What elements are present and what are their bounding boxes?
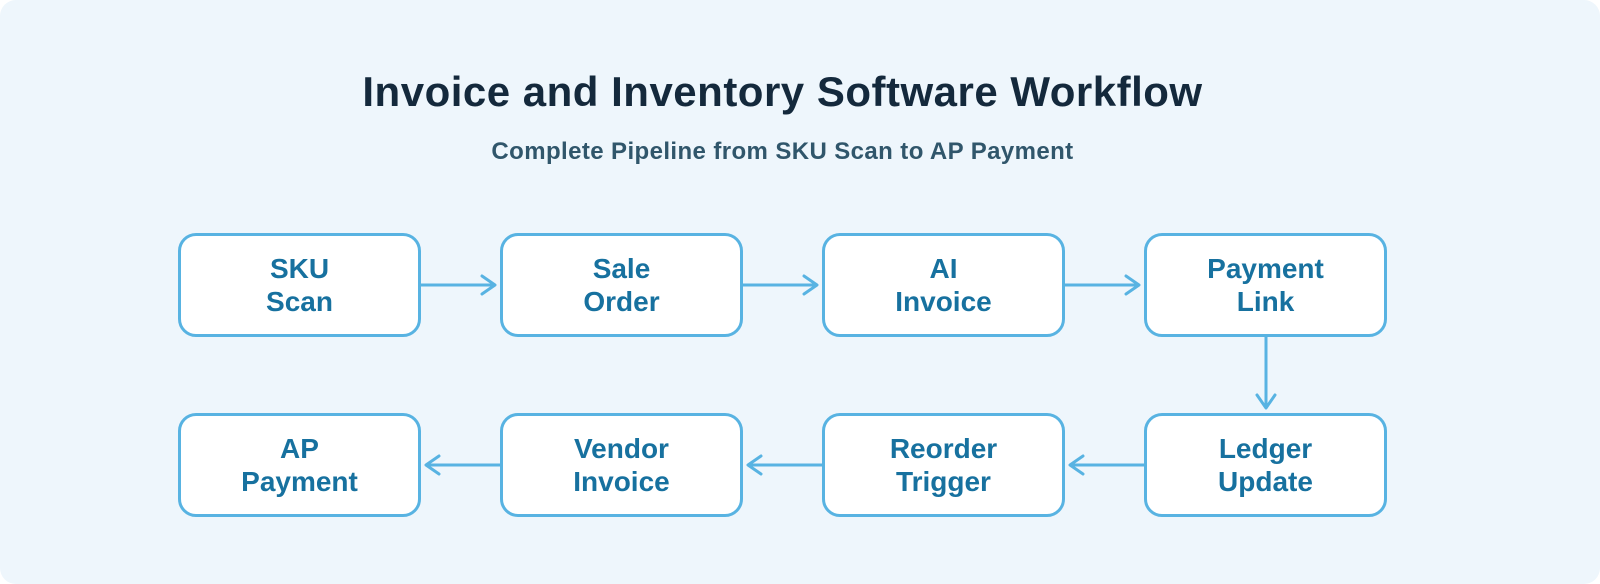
node-label: Invoice	[895, 286, 992, 317]
node-reorder-trigger: Reorder Trigger	[822, 413, 1065, 517]
node-vendor-invoice: Vendor Invoice	[500, 413, 743, 517]
arrow-payment-link-to-ledger-update	[1255, 337, 1277, 410]
node-label: Payment	[241, 466, 358, 497]
node-label: SKU	[269, 253, 330, 284]
node-label: Trigger	[896, 466, 991, 497]
node-label: AP	[280, 433, 319, 464]
node-ap-payment: AP Payment	[178, 413, 421, 517]
node-label: AI	[929, 253, 958, 284]
arrow-ai-invoice-to-payment-link	[1065, 274, 1141, 296]
node-label: Order	[583, 286, 660, 317]
arrow-reorder-trigger-to-vendor-invoice	[746, 454, 822, 476]
arrow-sale-order-to-ai-invoice	[743, 274, 819, 296]
arrow-sku-scan-to-sale-order	[421, 274, 497, 296]
node-label: Invoice	[573, 466, 670, 497]
node-sale-order: Sale Order	[500, 233, 743, 337]
page-subtitle: Complete Pipeline from SKU Scan to AP Pa…	[491, 138, 1074, 165]
node-label: Scan	[266, 286, 333, 317]
node-label: Payment	[1207, 253, 1324, 284]
arrow-vendor-invoice-to-ap-payment	[424, 454, 500, 476]
node-ledger-update: Ledger Update	[1144, 413, 1387, 517]
node-label: Sale	[592, 253, 651, 284]
node-ai-invoice: AI Invoice	[822, 233, 1065, 337]
node-label: Update	[1218, 466, 1313, 497]
node-payment-link: Payment Link	[1144, 233, 1387, 337]
node-label: Ledger	[1218, 433, 1313, 464]
arrow-ledger-update-to-reorder-trigger	[1068, 454, 1144, 476]
node-label: Reorder	[889, 433, 998, 464]
node-label: Vendor	[574, 433, 669, 464]
page-title: Invoice and Inventory Software Workflow	[362, 68, 1203, 115]
node-sku-scan: SKU Scan	[178, 233, 421, 337]
node-label: Link	[1236, 286, 1295, 317]
